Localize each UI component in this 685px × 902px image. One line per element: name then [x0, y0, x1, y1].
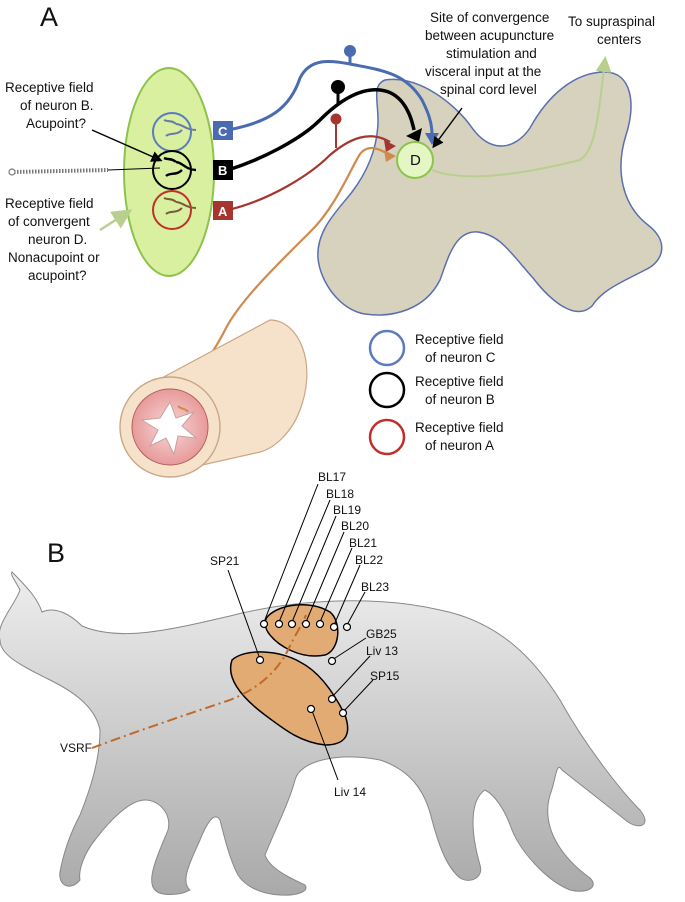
neuron-a-box [213, 201, 233, 220]
spinal-cord-gray-matter [317, 71, 663, 316]
legend-swatch-b [368, 371, 406, 409]
acupoint-leaders [227, 483, 374, 781]
svg-text:Nonacupoint or: Nonacupoint or [8, 250, 100, 265]
legend-a-line2: of neuron A [425, 438, 494, 453]
svg-text:visceral input at the: visceral input at the [425, 64, 541, 79]
neuron-b-box [213, 160, 233, 180]
nerve-ending-b-icon [163, 156, 197, 177]
point-label-liv13: Liv 13 [366, 644, 398, 658]
point-label-bl21: BL21 [349, 536, 377, 550]
point-label-bl20: BL20 [341, 519, 369, 533]
rf-d-callout-line [99, 209, 133, 232]
nerve-ending-c-icon [163, 119, 197, 137]
acupoint-dot [306, 704, 316, 714]
neuron-c-box [213, 121, 233, 140]
legend-c-line2: of neuron C [425, 350, 496, 365]
legend-b-line1: Receptive field [415, 374, 504, 389]
rf-b-callout-line [91, 129, 163, 162]
point-label-liv14: Liv 14 [334, 785, 366, 799]
supraspinal-label: To supraspinal centers [568, 14, 655, 47]
point-label-gb25: GB25 [366, 627, 397, 641]
point-label-bl19: BL19 [333, 503, 361, 517]
acupuncture-needle-icon [13, 168, 109, 174]
svg-text:stimulation and: stimulation and [446, 46, 537, 61]
neuron-a-terminal-icon [384, 140, 396, 152]
neuron-b-cell-body [331, 80, 345, 94]
svg-text:To supraspinal: To supraspinal [568, 14, 655, 29]
needle-shaft [107, 167, 161, 171]
svg-text:between acupuncture: between acupuncture [425, 28, 554, 43]
svg-text:of convergent: of convergent [8, 214, 90, 229]
visceral-terminal-icon [384, 150, 396, 162]
visceral-ending-icon [177, 405, 189, 413]
acupoint-dot [342, 622, 352, 632]
point-label-bl22: BL22 [355, 553, 383, 567]
acupoint-dot [329, 622, 339, 632]
legend-b-line2: of neuron B [425, 392, 495, 407]
svg-text:Receptive field: Receptive field [5, 196, 94, 211]
neuron-a-axon [227, 135, 391, 212]
legend-a-line1: Receptive field [415, 420, 504, 435]
point-label-bl17: BL17 [318, 470, 346, 484]
neuron-c-cell-body [344, 45, 356, 57]
intestine-mucosa-icon [140, 400, 198, 456]
svg-text:centers: centers [597, 32, 642, 47]
svg-text:neuron D.: neuron D. [28, 232, 87, 247]
acupoint-dot [327, 656, 337, 666]
panel-a-letter: A [40, 2, 58, 32]
neuron-d-label: D [410, 152, 421, 169]
svg-text:Acupoint?: Acupoint? [26, 116, 86, 131]
small-receptive-field [264, 604, 339, 657]
acupoint-markers [255, 619, 352, 718]
acupoint-dot [301, 619, 311, 629]
neuron-a-label: A [218, 204, 228, 219]
neuron-a-cell-body [330, 113, 342, 125]
acupoint-dot [327, 694, 337, 704]
svg-text:Site of convergence: Site of convergence [430, 10, 549, 25]
receptive-field-circle-a [152, 190, 192, 230]
rf-b-label: Receptive field of neuron B. Acupoint? [5, 80, 94, 131]
convergence-label: Site of convergence between acupuncture … [425, 10, 554, 97]
neuron-d-ascending-axon [431, 56, 612, 178]
point-label-bl23: BL23 [361, 580, 389, 594]
acupoint-dot [274, 619, 284, 629]
acupoint-dot [255, 655, 265, 665]
vsrf-line [91, 614, 307, 749]
needle-handle-icon [8, 168, 16, 176]
neuron-b-axon [227, 88, 416, 172]
neuron-b-terminal-icon [406, 128, 422, 142]
svg-text:of neuron B.: of neuron B. [20, 98, 94, 113]
svg-text:spinal cord level: spinal cord level [440, 82, 537, 97]
nerve-ending-a-icon [163, 197, 197, 215]
svg-text:Receptive field: Receptive field [5, 80, 94, 95]
legend: Receptive field of neuron C Receptive fi… [368, 329, 504, 456]
acupoint-dot [338, 708, 348, 718]
acupoint-dot [315, 619, 325, 629]
point-label-sp15: SP15 [370, 669, 400, 683]
legend-c-line1: Receptive field [415, 332, 504, 347]
acupoint-dot [259, 619, 269, 629]
vsrf-label: VSRF [60, 741, 92, 755]
point-label-sp21: SP21 [210, 554, 240, 568]
acupoint-labels: BL17 BL18 BL19 BL20 BL21 BL22 BL23 SP21 … [210, 470, 400, 799]
receptive-zone-oval [123, 67, 215, 277]
neuron-b-label: B [218, 163, 227, 178]
point-label-bl18: BL18 [326, 487, 354, 501]
neuron-d-cell-body [396, 141, 434, 179]
rf-d-label: Receptive field of convergent neuron D. … [5, 196, 100, 283]
convergence-callout-line [432, 107, 463, 149]
legend-swatch-a [368, 418, 406, 456]
large-receptive-field [229, 651, 349, 746]
panel-b-letter: B [47, 538, 65, 568]
neuron-c-label: C [218, 124, 228, 139]
svg-text:acupoint?: acupoint? [28, 268, 87, 283]
acupoint-dot [287, 619, 297, 629]
legend-swatch-c [368, 329, 406, 367]
